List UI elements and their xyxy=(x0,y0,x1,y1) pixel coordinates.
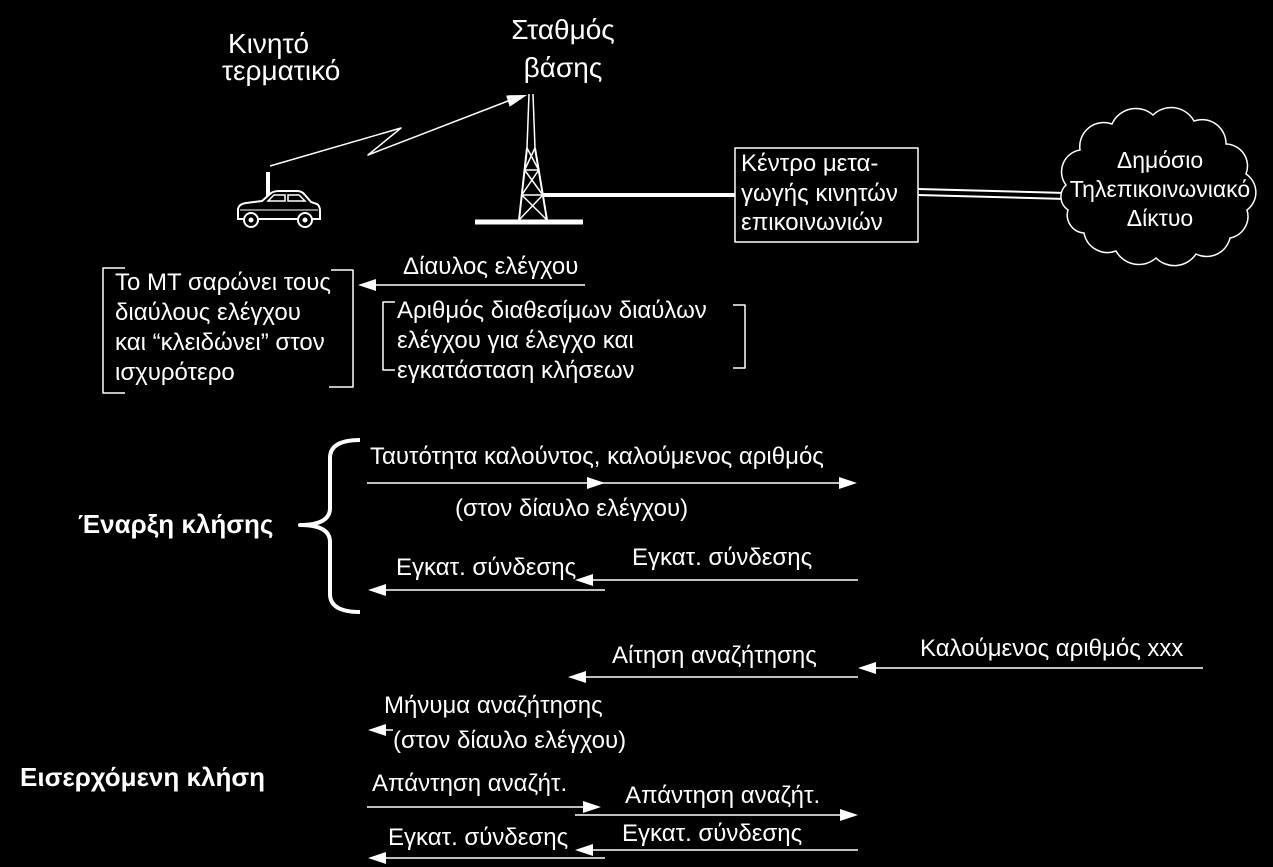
paging-request-arrow xyxy=(568,671,858,683)
car-icon xyxy=(237,172,321,228)
incoming-setup-station-arrow xyxy=(368,852,605,864)
called-number-arrow xyxy=(858,662,1203,674)
switching-center-label-line: γωγής κινητών xyxy=(741,179,898,207)
mt-scan-note-line: ισχυρότερο xyxy=(115,359,235,386)
incoming-call-title: Εισερχόμενη κλήση xyxy=(20,762,266,792)
paging-request-label: Αίτηση αναζήτησης xyxy=(612,642,817,669)
tower-brace xyxy=(521,169,540,196)
radio-link-line xyxy=(269,100,509,167)
mt-scan-note-line: διαύλους ελέγχου xyxy=(115,299,301,326)
arrowhead xyxy=(587,477,605,489)
tower-mast-left xyxy=(526,93,530,149)
base-station-label-line: Σταθμός xyxy=(511,14,615,45)
switch-network-trunk xyxy=(917,188,1067,200)
control-channels-note-line: εγκατάσταση κλήσεων xyxy=(397,357,635,384)
mobile-terminal-label-line: τερματικό xyxy=(222,55,341,86)
car-rear-hub xyxy=(248,217,254,223)
arrowhead xyxy=(368,724,386,736)
caller-id-label: Ταυτότητα καλούντος, καλούμενος αριθμός xyxy=(370,443,824,470)
switching-center-label-line: επικοινωνιών xyxy=(741,209,883,236)
origination-setup-switch-label: Εγκατ. σύνδεσης xyxy=(632,544,813,571)
car-rear-window xyxy=(266,194,286,202)
mt-note-bracket-left xyxy=(102,267,125,394)
public-network-label-line: Δίκτυο xyxy=(1126,205,1194,231)
origination-setup-station-arrow xyxy=(368,584,605,596)
arrowhead xyxy=(575,844,593,856)
trunk-line xyxy=(917,194,1067,200)
arrowhead xyxy=(368,584,386,596)
cloud-icon xyxy=(1060,106,1257,267)
tower-brace xyxy=(518,194,544,221)
antenna-tower-icon xyxy=(475,93,583,225)
call-origination-brace xyxy=(298,438,361,614)
public-network-label-line: Τηλεπικοινωνιακό xyxy=(1069,176,1251,202)
car-front-hub xyxy=(302,217,308,223)
incoming-setup-switch-arrow xyxy=(575,844,858,856)
arrowhead xyxy=(575,574,593,586)
radio-link-arrowhead xyxy=(506,95,527,107)
page-response-switch-arrow xyxy=(575,809,858,821)
public-network-label-line: Δημόσιο xyxy=(1116,147,1204,173)
origination-setup-switch-arrow xyxy=(575,574,858,586)
control-channels-note-line: Αριθμός διαθεσίμων διαύλων xyxy=(397,297,707,324)
incoming-setup-station-label: Εγκατ. σύνδεσης xyxy=(388,824,569,851)
caller-id-arrow xyxy=(367,477,857,489)
call-origination-title: Έναρξη κλήσης xyxy=(78,509,274,539)
arrowhead xyxy=(568,671,586,683)
incoming-setup-switch-label: Εγκατ. σύνδεσης xyxy=(622,820,803,847)
called-number-label: Καλούμενος αριθμός xxx xyxy=(920,635,1184,662)
arrowhead xyxy=(858,662,876,674)
tower-brace xyxy=(523,147,536,171)
mt-scan-note: Το MT σαρώνει τους διαύλους ελέγχου και … xyxy=(115,268,331,388)
switching-center-label: Κέντρο μετα- γωγής κινητών επικοινωνιών xyxy=(741,149,898,238)
base-station-label: Σταθμός βάσης xyxy=(483,11,643,87)
page-response-switch-label: Απάντηση αναζήτ. xyxy=(625,782,821,809)
car-front-window xyxy=(287,194,307,202)
base-station-label-line: βάσης xyxy=(523,52,603,83)
control-channels-note: Αριθμός διαθεσίμων διαύλων ελέγχου για έ… xyxy=(397,296,707,386)
control-channel-label: Δίαυλος ελέγχου xyxy=(403,253,579,280)
page-response-terminal-arrow xyxy=(367,801,601,813)
control-channel-arrow xyxy=(358,279,585,291)
tower-leg-right xyxy=(534,147,548,221)
tower-brace xyxy=(523,169,544,196)
tower-mast-right xyxy=(532,93,536,149)
paging-message-channel-note: (στον δίαυλο ελέγχου) xyxy=(393,726,627,756)
tower-leg-left xyxy=(518,147,528,221)
page-response-terminal-label: Απάντηση αναζήτ. xyxy=(372,770,568,797)
arrowhead xyxy=(583,801,601,813)
bs-note-bracket-right xyxy=(733,304,746,369)
arrowhead xyxy=(839,477,857,489)
mobile-terminal-label-line: Κινητό xyxy=(228,28,310,59)
switching-center-label-line: Κέντρο μετα- xyxy=(741,150,879,177)
public-network-label: Δημόσιο Τηλεπικοινωνιακό Δίκτυο xyxy=(1060,146,1260,233)
caller-id-channel-note: (στον δίαυλο ελέγχου) xyxy=(455,495,689,522)
tower-brace xyxy=(526,147,540,171)
origination-setup-station-label: Εγκατ. σύνδεσης xyxy=(396,554,577,581)
arrowhead xyxy=(840,809,858,821)
mt-scan-note-line: Το MT σαρώνει τους xyxy=(115,269,331,296)
arrowhead xyxy=(368,852,386,864)
control-channels-note-line: ελέγχου για έλεγχο και xyxy=(397,327,634,354)
bs-note-bracket-left xyxy=(382,301,395,371)
arrowhead xyxy=(358,279,376,291)
mt-scan-note-line: και “κλειδώνει” στον xyxy=(115,329,325,356)
tower-brace xyxy=(521,194,548,221)
lightning-arrow-icon xyxy=(269,95,527,167)
paging-message-label: Μήνυμα αναζήτησης xyxy=(384,692,603,719)
trunk-line xyxy=(917,188,1067,194)
mt-note-bracket-right xyxy=(329,269,354,388)
